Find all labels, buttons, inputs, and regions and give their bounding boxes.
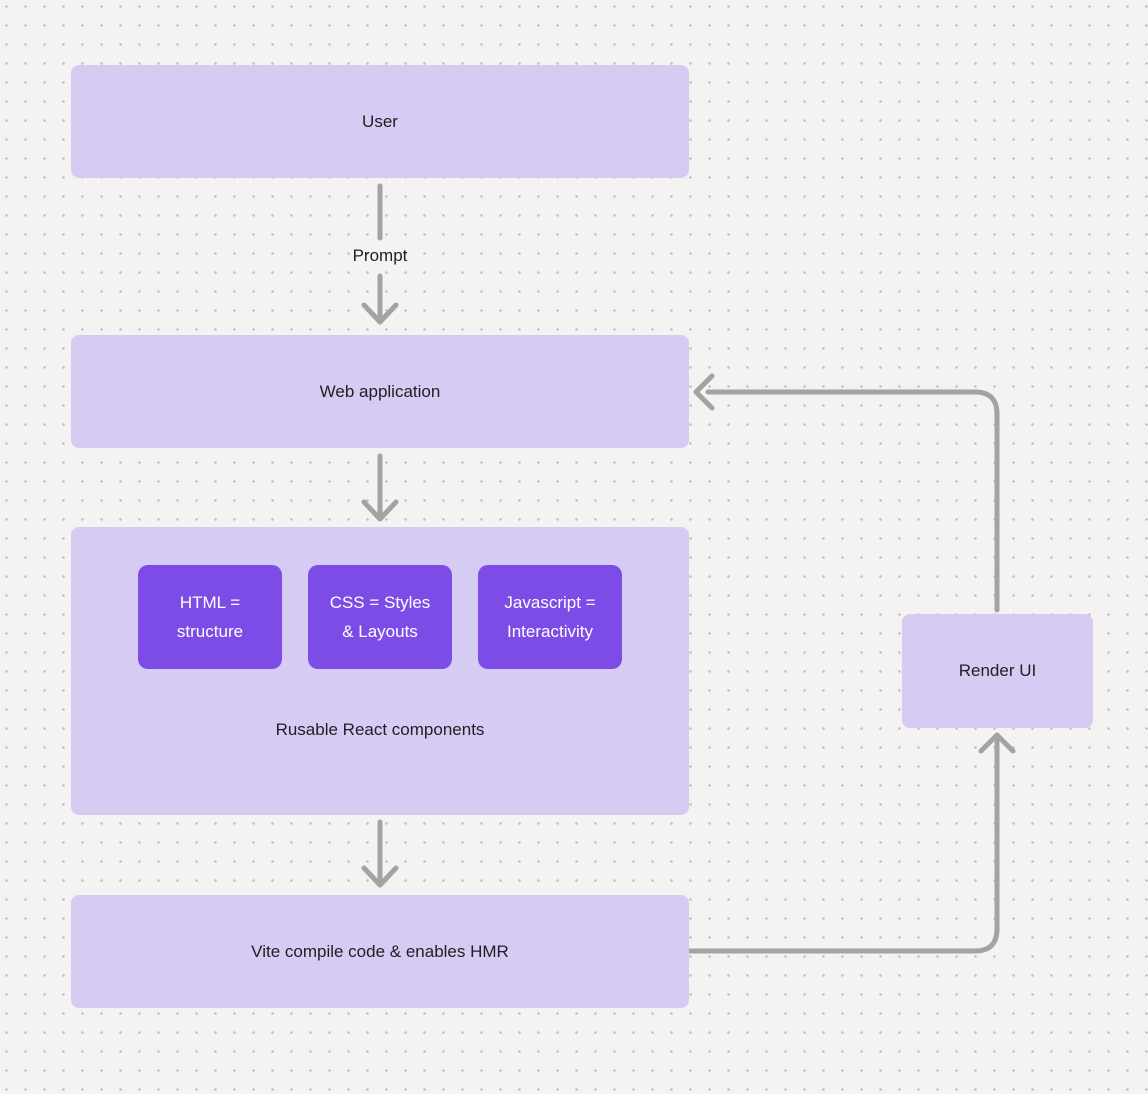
node-web-application[interactable]: Web application: [71, 335, 689, 448]
arrowhead-left-icon: [693, 373, 715, 411]
node-user[interactable]: User: [71, 65, 689, 178]
arrowhead-down-icon: [361, 865, 399, 888]
node-css-line2: & Layouts: [342, 622, 418, 641]
node-components-group[interactable]: HTML = structure CSS = Styles & Layouts …: [71, 527, 689, 815]
node-javascript-interactivity[interactable]: Javascript = Interactivity: [478, 565, 622, 669]
node-css-line1: CSS = Styles: [329, 593, 431, 612]
node-render-ui-label: Render UI: [958, 661, 1037, 680]
node-vite-label: Vite compile code & enables HMR: [251, 941, 509, 961]
arrow-shaft: [686, 737, 1000, 954]
node-css-styles[interactable]: CSS = Styles & Layouts: [308, 565, 452, 669]
arrowhead-down-icon: [361, 302, 399, 325]
node-render-ui[interactable]: Render UI: [902, 614, 1093, 728]
node-html-line2: structure: [176, 622, 244, 641]
arrow-webapp-to-components[interactable]: [361, 453, 399, 522]
node-user-label: User: [362, 111, 398, 131]
arrow-shaft: [705, 389, 1000, 613]
arrowhead-down-icon: [361, 499, 399, 522]
edge-label-prompt: Prompt: [352, 246, 408, 265]
node-vite[interactable]: Vite compile code & enables HMR: [71, 895, 689, 1008]
node-web-application-label: Web application: [319, 381, 441, 401]
arrow-components-to-vite[interactable]: [361, 819, 399, 888]
arrow-vite-to-renderui[interactable]: [686, 732, 1016, 954]
components-group-caption: Rusable React components: [275, 720, 485, 739]
node-js-line2: Interactivity: [507, 622, 593, 641]
node-js-line1: Javascript =: [504, 593, 596, 612]
node-html-structure[interactable]: HTML = structure: [138, 565, 282, 669]
arrow-renderui-to-webapp[interactable]: [693, 373, 1000, 613]
arrow-prompt-to-webapp[interactable]: [361, 273, 399, 325]
arrowhead-up-icon: [978, 732, 1016, 754]
node-html-line1: HTML =: [179, 593, 241, 612]
